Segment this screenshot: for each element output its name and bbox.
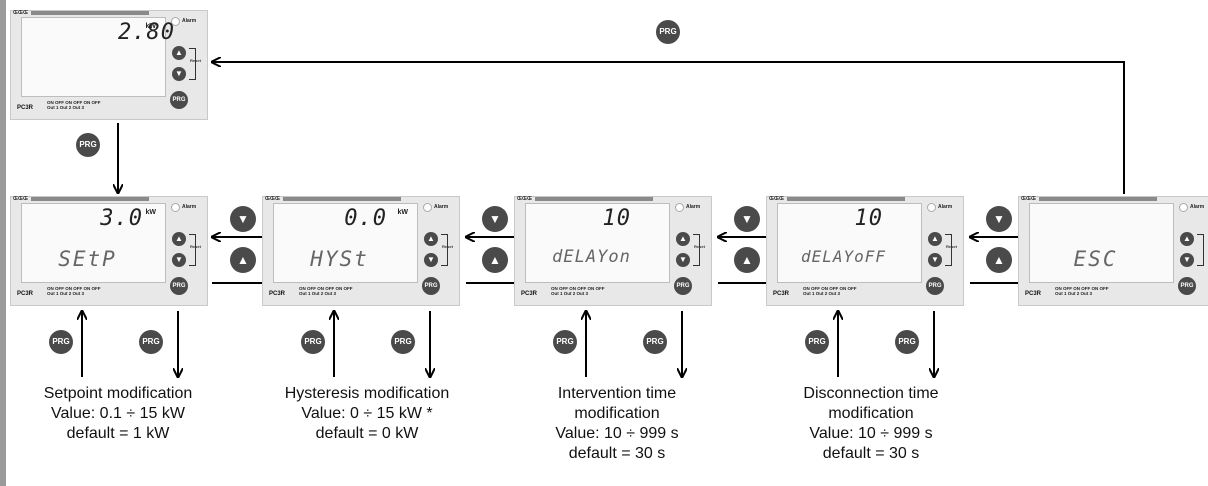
model-label: PC3R	[269, 291, 286, 297]
alarm-label: Alarm	[182, 18, 197, 24]
prg-badge-exit-2: PRG	[391, 330, 415, 354]
alarm-led-icon	[1179, 203, 1188, 212]
display-value: 2.80	[118, 20, 175, 45]
display-word: SEtP	[58, 247, 117, 271]
alarm-label: Alarm	[686, 204, 701, 210]
prg-badge-enter-1: PRG	[49, 330, 73, 354]
down-button[interactable]: ▼	[424, 253, 438, 267]
down-arrow-badge-1: ▼	[230, 206, 256, 232]
display-unit: kW	[145, 23, 157, 30]
brand-logo: ŒŒŒ	[265, 196, 280, 202]
reset-label: Reset	[190, 244, 201, 249]
reset-label: Reset	[190, 58, 201, 63]
prg-button[interactable]: PRG	[170, 277, 188, 295]
prg-badge-enter-3: PRG	[553, 330, 577, 354]
up-button[interactable]: ▲	[928, 232, 942, 246]
display-word: ESC	[1073, 247, 1118, 271]
reset-label: Reset	[946, 244, 957, 249]
alarm-led-icon	[171, 17, 180, 26]
caption-intervention: Intervention time modification Value: 10…	[555, 385, 679, 462]
up-arrow-badge-4: ▲	[986, 247, 1012, 273]
prg-button[interactable]: PRG	[422, 277, 440, 295]
brand-logo: ŒŒŒ	[1021, 196, 1036, 202]
down-button[interactable]: ▼	[172, 67, 186, 81]
brand-logo: ŒŒŒ	[517, 196, 532, 202]
brand-logo: ŒŒŒ	[13, 10, 28, 16]
alarm-label: Alarm	[434, 204, 449, 210]
alarm-led-icon	[171, 203, 180, 212]
down-button[interactable]: ▼	[676, 253, 690, 267]
model-label: PC3R	[17, 291, 34, 297]
up-button[interactable]: ▲	[172, 46, 186, 60]
up-arrow-badge-1: ▲	[230, 247, 256, 273]
caption-disconnection: Disconnection time modification Value: 1…	[803, 385, 939, 462]
prg-badge-exit-1: PRG	[139, 330, 163, 354]
model-label: PC3R	[773, 291, 790, 297]
display-unit: kW	[145, 209, 157, 216]
up-button[interactable]: ▲	[1180, 232, 1194, 246]
caption-hysteresis: Hysteresis modification Value: 0 ÷ 15 kW…	[284, 385, 450, 442]
prg-badge-return: PRG	[656, 20, 680, 44]
lcd-screen	[21, 17, 166, 97]
up-button[interactable]: ▲	[172, 232, 186, 246]
alarm-label: Alarm	[182, 204, 197, 210]
up-arrow-badge-2: ▲	[482, 247, 508, 273]
down-button[interactable]: ▼	[172, 253, 186, 267]
display-word: dELAYon	[552, 247, 631, 267]
up-button[interactable]: ▲	[676, 232, 690, 246]
controller-display-escape: ŒŒŒ ESC Alarm ▲ ▼ PRG PC3R ON OFF ON OFF…	[1018, 196, 1208, 306]
display-unit: kW	[397, 209, 409, 216]
prg-button[interactable]: PRG	[170, 91, 188, 109]
prg-badge-enter-4: PRG	[805, 330, 829, 354]
down-arrow-badge-3: ▼	[734, 206, 760, 232]
prg-button[interactable]: PRG	[1178, 277, 1196, 295]
up-arrow-badge-3: ▲	[734, 247, 760, 273]
display-value: 3.0	[100, 206, 143, 231]
return-arrow-line	[212, 62, 1125, 194]
model-label: PC3R	[17, 105, 34, 111]
controller-display-hysteresis: ŒŒŒ 0.0 kW HYSt Alarm ▲ ▼ Reset PRG PC3R…	[262, 196, 460, 306]
caption-setpoint: Setpoint modification Value: 0.1 ÷ 15 kW…	[43, 385, 193, 442]
model-label: PC3R	[521, 291, 538, 297]
controller-display-setpoint: ŒŒŒ 3.0 kW SEtP Alarm ▲ ▼ Reset PRG PC3R…	[10, 196, 208, 306]
alarm-led-icon	[675, 203, 684, 212]
alarm-led-icon	[423, 203, 432, 212]
alarm-label: Alarm	[1190, 204, 1205, 210]
up-button[interactable]: ▲	[424, 232, 438, 246]
display-value: 10	[854, 206, 883, 231]
prg-badge-enter-2: PRG	[301, 330, 325, 354]
alarm-led-icon	[927, 203, 936, 212]
reset-label: Reset	[442, 244, 453, 249]
alarm-label: Alarm	[938, 204, 953, 210]
prg-badge-exit-4: PRG	[895, 330, 919, 354]
prg-badge-main: PRG	[76, 133, 100, 157]
down-button[interactable]: ▼	[928, 253, 942, 267]
display-value: 0.0	[344, 206, 387, 231]
display-word: dELAYoFF	[800, 247, 887, 266]
controller-display-delay-off: ŒŒŒ 10 dELAYoFF Alarm ▲ ▼ Reset PRG PC3R…	[766, 196, 964, 306]
brand-logo: ŒŒŒ	[13, 196, 28, 202]
down-button[interactable]: ▼	[1180, 253, 1194, 267]
prg-button[interactable]: PRG	[674, 277, 692, 295]
display-word: HYSt	[310, 247, 369, 271]
prg-badge-exit-3: PRG	[643, 330, 667, 354]
brand-logo: ŒŒŒ	[769, 196, 784, 202]
down-arrow-badge-4: ▼	[986, 206, 1012, 232]
controller-display-main: ŒŒŒ 2.80 kW Alarm ▲ ▼ Reset PRG PC3R ON …	[10, 10, 208, 120]
left-border-bar	[0, 0, 6, 486]
model-label: PC3R	[1025, 291, 1042, 297]
prg-button[interactable]: PRG	[926, 277, 944, 295]
controller-display-delay-on: ŒŒŒ 10 dELAYon Alarm ▲ ▼ Reset PRG PC3R …	[514, 196, 712, 306]
down-arrow-badge-2: ▼	[482, 206, 508, 232]
reset-label: Reset	[694, 244, 705, 249]
display-value: 10	[602, 206, 631, 231]
